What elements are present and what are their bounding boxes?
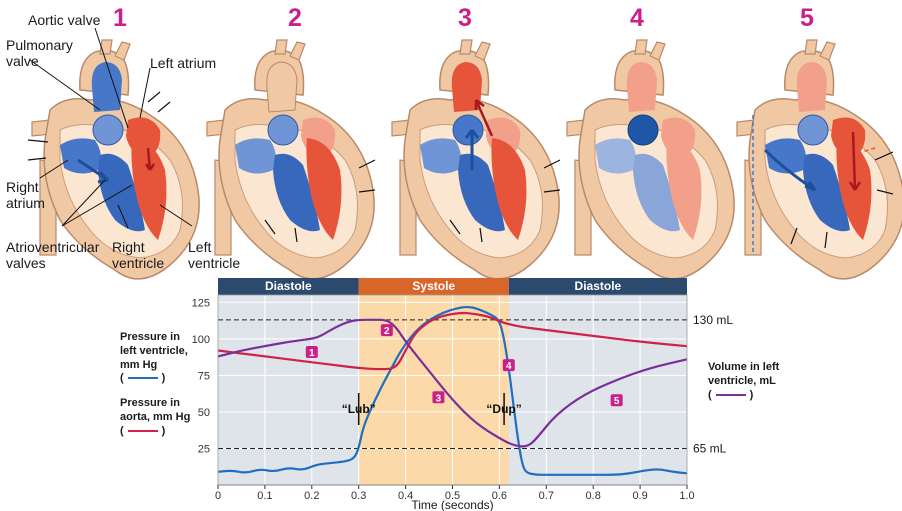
heart-phase-2	[206, 39, 376, 280]
heart-diagrams	[27, 27, 902, 280]
heart-phase-5	[736, 39, 902, 280]
phase-bands: Diastole Systole Diastole	[218, 278, 687, 295]
phase-number-2: 2	[288, 4, 302, 32]
label-atrioventricular-valves: Atrioventricular valves	[6, 239, 100, 271]
heart-phase-1	[27, 39, 200, 280]
x-tick-label-1: 0.1	[257, 490, 272, 502]
heart-sound-label-1: “Dup”	[486, 402, 521, 416]
legend-volume-lv-line2: ventricle, mL	[708, 374, 776, 387]
x-tick-label-8: 0.8	[586, 490, 601, 502]
x-tick-label-10: 1.0	[679, 490, 694, 502]
label-right-ventricle-line1: Right	[112, 239, 145, 255]
label-right-atrium-line2: atrium	[6, 194, 45, 211]
phase-marker-label-4: 4	[506, 361, 512, 372]
phase-number-3: 3	[458, 4, 472, 32]
label-pulmonary-valve: Pulmonary valve	[6, 37, 73, 69]
phase-marker-box-1	[305, 346, 318, 358]
label-pulmonary-valve-line1: Pulmonary	[6, 37, 73, 53]
x-tick-label-7: 0.7	[539, 490, 554, 502]
x-tick-label-6: 0.6	[492, 490, 507, 502]
series-pressure_aorta	[217, 311, 688, 371]
label-av-valves-line2: valves	[6, 254, 46, 271]
legend-pressure-lv: Pressure in left ventricle, mm Hg ()	[120, 331, 188, 386]
phase-marker-box-2	[380, 324, 393, 337]
y-tick-label-1: 50	[198, 407, 210, 419]
x-tick-label-9: 0.9	[632, 490, 647, 502]
legend-pressure-lv-line2: left ventricle,	[120, 344, 188, 357]
x-tick-label-0: 0	[215, 490, 221, 502]
legend-pressure-lv-swatch: ()	[120, 372, 166, 385]
phase-marker-box-3	[432, 391, 445, 404]
label-left-ventricle-line2: ventricle	[188, 254, 241, 271]
label-right-ventricle: Right ventricle	[112, 239, 165, 271]
legend-pressure-aorta: Pressure in aorta, mm Hg ()	[120, 397, 190, 438]
legend-pressure-lv-line3: mm Hg	[120, 358, 158, 371]
x-tick-label-4: 0.4	[398, 490, 413, 502]
phase-band-label-1: Systole	[412, 279, 455, 293]
phase-marker-label-2: 2	[384, 326, 390, 337]
label-av-valves-line1: Atrioventricular	[6, 239, 100, 255]
phase-number-1: 1	[113, 4, 127, 32]
series-volume_lv	[217, 318, 688, 448]
x-tick-label-2: 0.2	[304, 490, 319, 502]
phase-number-5: 5	[800, 4, 814, 32]
phase-markers: 1 2 3 4 5	[305, 324, 623, 407]
heart-sound-label-0: “Lub”	[342, 402, 376, 416]
label-aortic-valve: Aortic valve	[28, 12, 101, 28]
legend-pressure-lv-line1: Pressure in	[120, 331, 180, 343]
reference-lines: 130 mL 65 mL	[218, 313, 733, 455]
phase-band-label-2: Diastole	[575, 279, 622, 293]
x-tick-label-3: 0.3	[351, 490, 366, 502]
y-tick-label-2: 75	[198, 370, 210, 382]
legend-pressure-aorta-line2: aorta, mm Hg	[120, 410, 191, 423]
legend-pressure-aorta-line1: Pressure in	[120, 397, 180, 409]
phase-band-0	[218, 278, 359, 295]
heart-phase-3	[391, 39, 561, 280]
x-tick-label-5: 0.5	[445, 490, 460, 502]
phase-band-1	[358, 278, 509, 295]
phase-band-2	[508, 278, 687, 295]
x-axis-label: Time (seconds)	[411, 498, 493, 511]
label-right-ventricle-line2: ventricle	[112, 254, 165, 271]
phase-marker-label-1: 1	[309, 348, 315, 359]
phase-marker-box-5	[610, 394, 623, 407]
phase-marker-box-4	[502, 359, 515, 372]
legend-volume-lv-swatch: ()	[708, 388, 754, 401]
y-tick-label-3: 100	[192, 334, 210, 346]
label-leader-lines	[29, 27, 193, 229]
phase-band-label-0: Diastole	[265, 279, 312, 293]
series-pressure_lv	[217, 305, 688, 476]
label-left-ventricle-line1: Left	[188, 239, 212, 255]
heart-phase-4	[566, 39, 735, 280]
reference-label-0: 130 mL	[693, 313, 733, 327]
y-tick-label-0: 25	[198, 443, 210, 455]
heart-sound-marks: “Lub” “Dup”	[342, 393, 522, 425]
legend-pressure-aorta-swatch: ()	[120, 424, 166, 437]
legend-volume-lv: Volume in left ventricle, mL ()	[708, 361, 779, 402]
label-right-atrium: Right atrium	[6, 179, 45, 211]
phase-marker-label-3: 3	[436, 393, 442, 404]
label-left-ventricle: Left ventricle	[188, 239, 241, 271]
label-left-atrium: Left atrium	[150, 55, 217, 71]
label-right-atrium-line1: Right	[6, 179, 39, 195]
label-pulmonary-valve-line2: valve	[6, 52, 39, 69]
phase-marker-label-5: 5	[614, 396, 620, 407]
reference-label-1: 65 mL	[693, 441, 727, 455]
y-tick-label-4: 125	[192, 297, 210, 309]
legend-volume-lv-line1: Volume in left	[708, 361, 780, 373]
series-lines	[217, 305, 688, 476]
phase-number-4: 4	[630, 4, 644, 32]
